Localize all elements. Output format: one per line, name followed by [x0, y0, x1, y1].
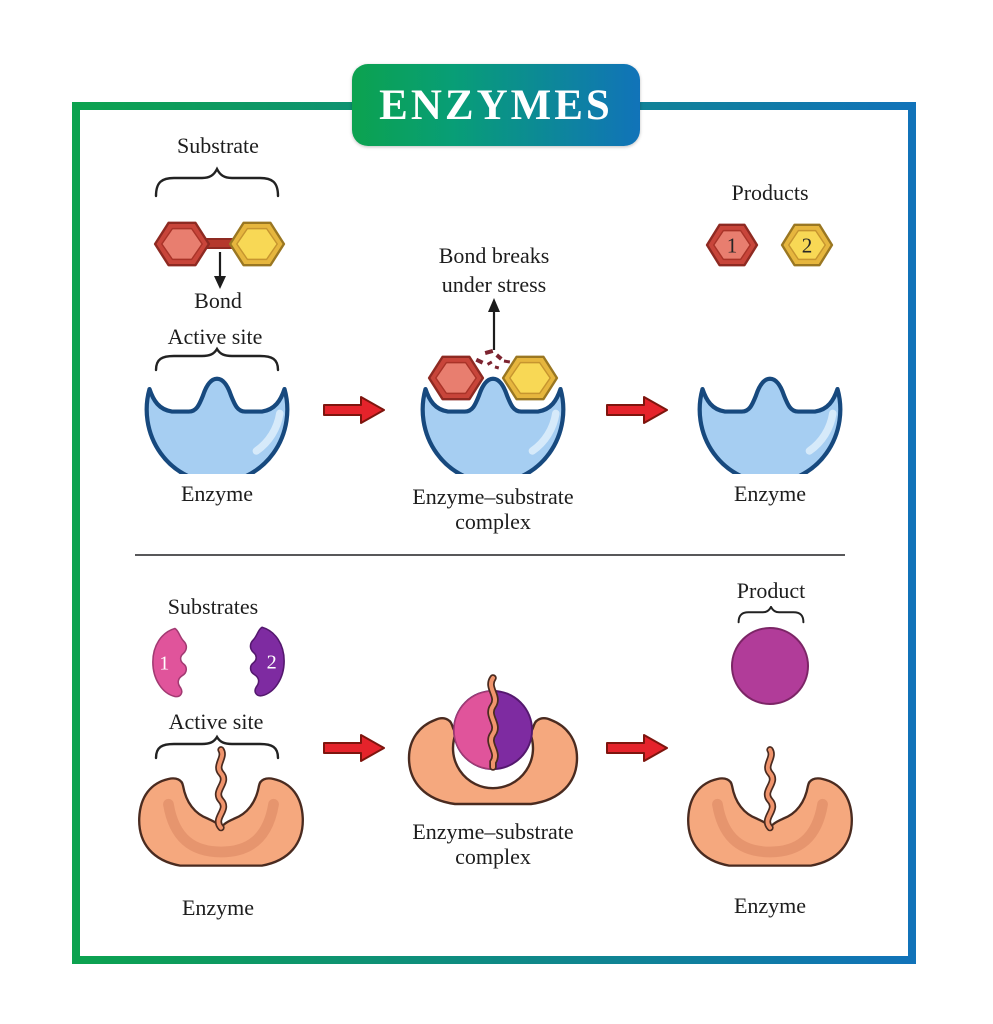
complex-label-line1: Enzyme–substrate: [412, 484, 574, 509]
substrate-number-2: 2: [267, 652, 277, 674]
substrate-label: Substrate: [177, 133, 259, 158]
reaction-arrow-right-icon: [606, 734, 668, 762]
substrate-brace-icon: [154, 166, 280, 198]
bond-breaks-line1: Bond breaks: [438, 243, 550, 268]
active-site-brace-icon: [154, 734, 280, 760]
enzyme-label-2: Enzyme: [181, 895, 255, 920]
product-brace-icon: [737, 606, 805, 624]
product-number-2: 2: [802, 234, 813, 258]
enzyme-bowl-shape: [697, 376, 843, 474]
enzyme-orange-shape: [687, 746, 853, 867]
section-divider: [135, 554, 845, 556]
substrate-hexagon-red: [153, 221, 211, 267]
bond-arrow-down-icon: [214, 252, 226, 289]
enzyme-orange-shape: [138, 746, 304, 867]
complex-label-line2: complex: [455, 509, 531, 534]
bond-label: Bond: [194, 288, 242, 313]
reaction-arrow-right-icon: [323, 396, 385, 424]
reaction-arrow-right-icon: [323, 734, 385, 762]
complex-hexagon-yellow: [501, 355, 559, 401]
substrate-purple-shape: 2: [249, 626, 285, 697]
substrates-label: Substrates: [167, 594, 259, 619]
complex-bowl-shape: [420, 376, 566, 474]
page-title: ENZYMES: [379, 81, 613, 129]
product-hexagon-yellow: 2: [780, 223, 834, 267]
product-circle-shape: [731, 627, 809, 705]
active-site-label-2: Active site: [168, 709, 264, 734]
enzyme-bowl-shape: [144, 376, 290, 474]
complex-hexagon-red: [427, 355, 485, 401]
product-label: Product: [736, 578, 806, 603]
enzyme-right-label: Enzyme: [733, 481, 807, 506]
product-number-1: 1: [727, 234, 738, 258]
active-site-label: Active site: [167, 324, 263, 349]
complex-label-line1: Enzyme–substrate: [412, 819, 574, 844]
reaction-arrow-right-icon: [606, 396, 668, 424]
complex-orange-shape: [407, 674, 579, 806]
substrate-hexagon-yellow: [228, 221, 286, 267]
bond-breaks-label: Bond breaks under stress: [384, 241, 604, 299]
complex-label-line2: complex: [455, 844, 531, 869]
active-site-brace-icon: [154, 346, 280, 372]
product-hexagon-red: 1: [705, 223, 759, 267]
enzyme-right-label-2: Enzyme: [733, 893, 807, 918]
complex-label: Enzyme–substrate complex: [373, 484, 613, 534]
bond-breaks-line2: under stress: [441, 272, 547, 297]
stress-arrow-up-icon: [488, 298, 500, 350]
substrate-pink-shape: 1: [152, 627, 188, 698]
title-banner: ENZYMES: [352, 64, 640, 146]
complex-label-2: Enzyme–substrate complex: [373, 819, 613, 869]
products-label: Products: [731, 180, 809, 205]
broken-bond-debris-icon: [475, 349, 511, 370]
enzyme-label: Enzyme: [180, 481, 254, 506]
substrate-number-1: 1: [159, 653, 169, 675]
